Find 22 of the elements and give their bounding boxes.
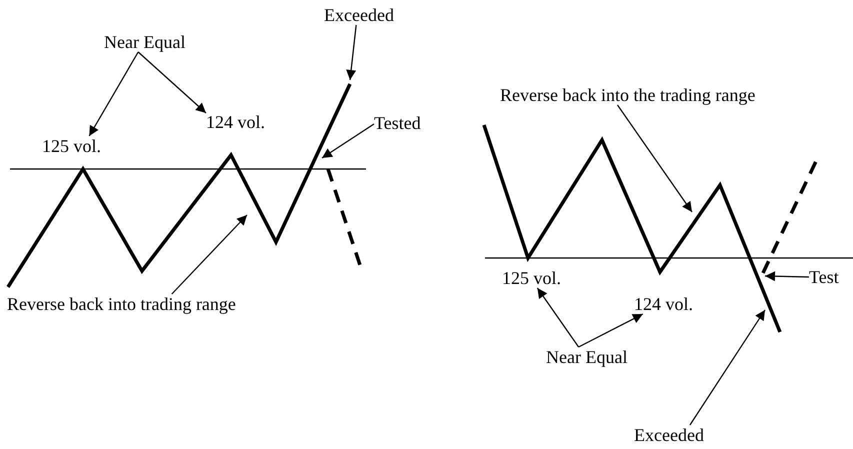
arrow (322, 124, 374, 158)
arrow (689, 310, 766, 426)
annotation-label: Reverse back into the trading range (500, 85, 756, 105)
arrow (171, 214, 248, 294)
arrow (764, 271, 810, 282)
annotation-label: 125 vol. (502, 268, 562, 288)
arrow (578, 313, 644, 348)
annotation-label: 125 vol. (42, 136, 102, 156)
annotation-label: 124 vol. (634, 294, 694, 314)
annotation-label: 124 vol. (206, 112, 266, 132)
annotation-label: Exceeded (324, 5, 394, 25)
annotation-label: Tested (374, 113, 421, 133)
arrow (138, 52, 206, 114)
arrow (346, 24, 357, 80)
arrow (536, 288, 580, 348)
annotation-label: Near Equal (546, 347, 628, 367)
annotation-label: Near Equal (104, 32, 186, 52)
arrow (88, 52, 139, 136)
annotation-label: Exceeded (634, 425, 704, 445)
annotation-label: Reverse back into trading range (7, 294, 236, 314)
arrow (617, 104, 692, 212)
annotation-label: Test (809, 267, 839, 287)
